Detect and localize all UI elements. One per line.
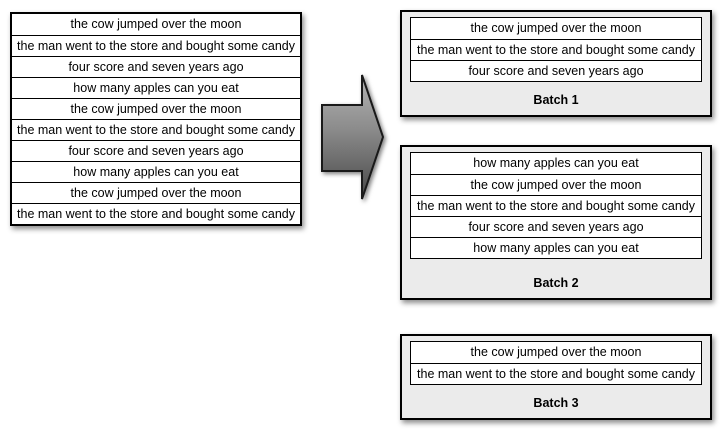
batch-2-box: how many apples can you eat the cow jump… bbox=[400, 145, 712, 300]
sentence-row: the man went to the store and bought som… bbox=[411, 195, 701, 216]
batch-1-box: the cow jumped over the moon the man wen… bbox=[400, 10, 712, 117]
right-arrow-icon bbox=[312, 70, 392, 206]
sentence-row: the cow jumped over the moon bbox=[12, 14, 300, 35]
sentence-row: the cow jumped over the moon bbox=[411, 174, 701, 195]
batch-3-label: Batch 3 bbox=[533, 396, 579, 410]
sentence-row: the cow jumped over the moon bbox=[411, 342, 701, 363]
sentence-row: the cow jumped over the moon bbox=[12, 98, 300, 119]
sentence-row: how many apples can you eat bbox=[411, 237, 701, 258]
sentence-row: how many apples can you eat bbox=[12, 77, 300, 98]
sentence-row: the cow jumped over the moon bbox=[411, 18, 701, 39]
batch-3-box: the cow jumped over the moon the man wen… bbox=[400, 334, 712, 420]
sentence-row: how many apples can you eat bbox=[12, 161, 300, 182]
batch-1-label: Batch 1 bbox=[533, 93, 579, 107]
sentence-row: the man went to the store and bought som… bbox=[12, 35, 300, 56]
sentence-row: four score and seven years ago bbox=[12, 140, 300, 161]
batch-2-table: how many apples can you eat the cow jump… bbox=[410, 152, 702, 259]
batch-2-label: Batch 2 bbox=[533, 276, 579, 290]
sentence-row: the man went to the store and bought som… bbox=[411, 363, 701, 384]
sentence-row: the man went to the store and bought som… bbox=[12, 203, 300, 224]
source-sentence-table: the cow jumped over the moon the man wen… bbox=[10, 12, 302, 226]
sentence-row: how many apples can you eat bbox=[411, 153, 701, 174]
sentence-row: four score and seven years ago bbox=[12, 56, 300, 77]
sentence-row: the cow jumped over the moon bbox=[12, 182, 300, 203]
batch-1-table: the cow jumped over the moon the man wen… bbox=[410, 17, 702, 82]
sentence-row: the man went to the store and bought som… bbox=[12, 119, 300, 140]
sentence-row: four score and seven years ago bbox=[411, 216, 701, 237]
sentence-row: the man went to the store and bought som… bbox=[411, 39, 701, 60]
sentence-row: four score and seven years ago bbox=[411, 60, 701, 81]
batch-3-table: the cow jumped over the moon the man wen… bbox=[410, 341, 702, 385]
